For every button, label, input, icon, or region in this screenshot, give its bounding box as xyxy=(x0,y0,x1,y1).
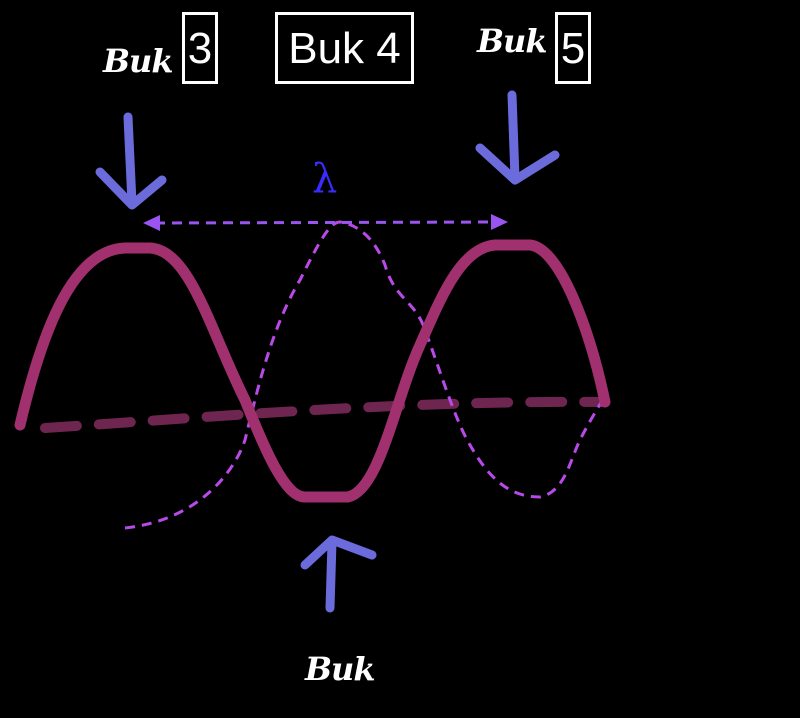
arrow-up-bottom-icon xyxy=(300,535,377,613)
wavelength-arrow xyxy=(143,214,508,231)
label-buk-top-left: Buk xyxy=(103,42,173,80)
arrow-down-right-icon xyxy=(475,90,560,185)
wavelength-symbol: λ xyxy=(312,156,338,202)
main-wave xyxy=(14,239,611,503)
label-box-5: 5 xyxy=(555,12,591,84)
shifted-wave-dashed xyxy=(124,220,607,530)
label-buk-bottom: Buk xyxy=(305,650,375,688)
arrow-down-left-icon xyxy=(95,112,167,210)
label-box-buk-4: Buk 4 xyxy=(275,12,414,84)
label-buk-top-right: Buk xyxy=(477,22,547,60)
label-box-3: 3 xyxy=(182,12,218,84)
midline-dashed xyxy=(40,396,610,433)
